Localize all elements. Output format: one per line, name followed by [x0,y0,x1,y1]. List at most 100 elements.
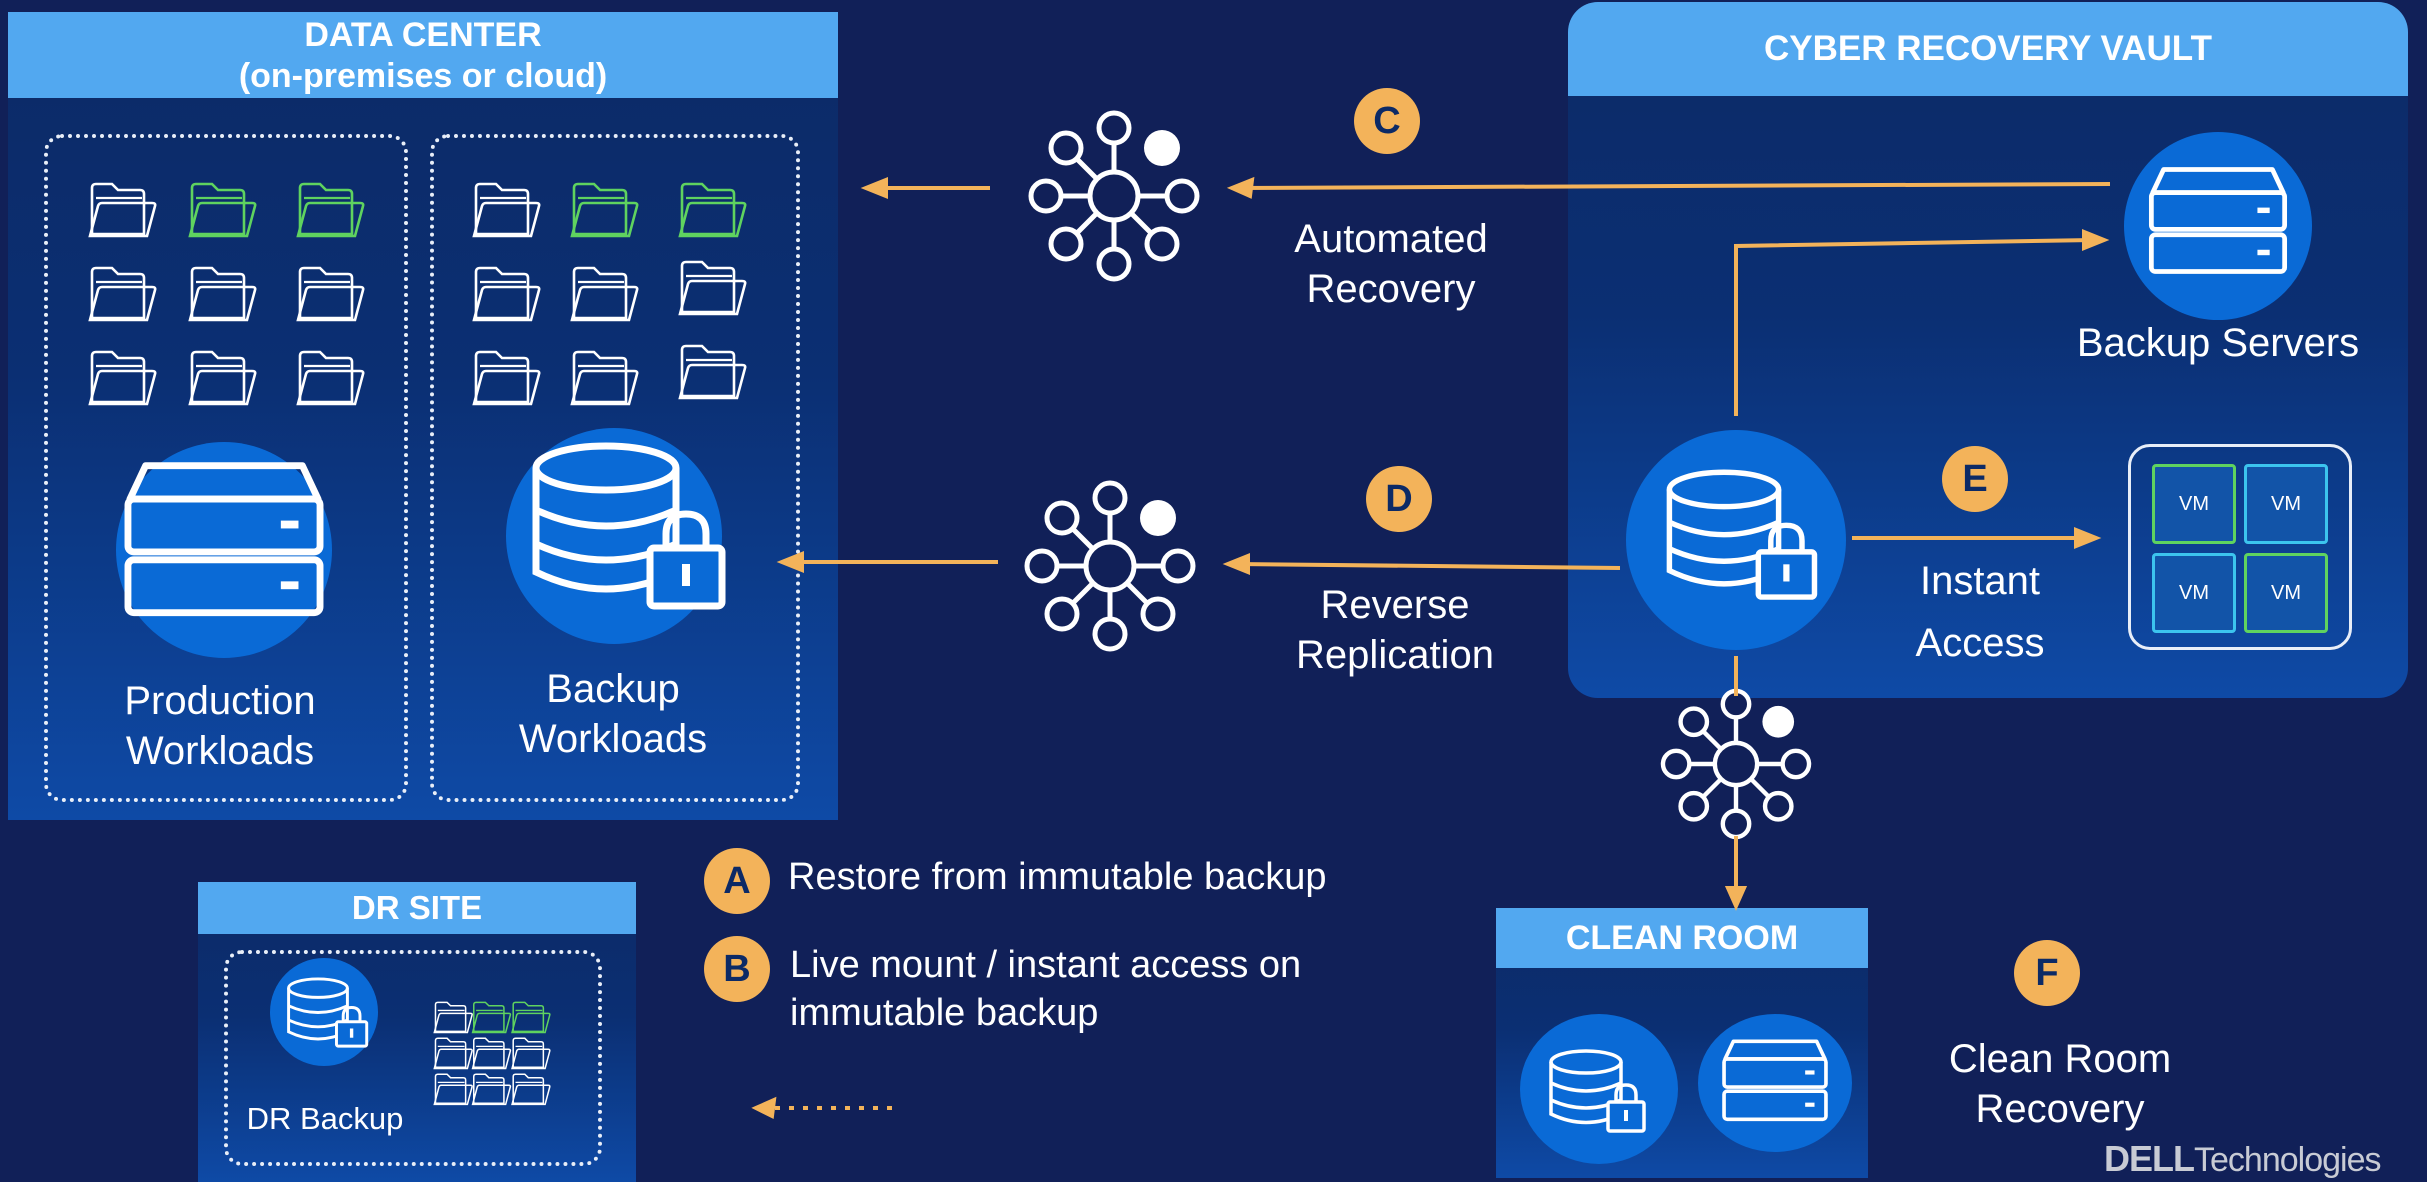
folder-icon [433,1037,473,1070]
clean-room-recovery-line2: Recovery [1975,1087,2145,1131]
arrowhead-icon [2074,527,2102,549]
vm-tile-3: VM [2152,553,2236,633]
automated-recovery-line2: Recovery [1306,267,1476,311]
arrowhead-icon [1222,553,1250,575]
arrow-c-segment [1237,182,2111,190]
legend-text-b-line2: immutable backup [790,991,1099,1034]
logo-technologies: Technologies [2194,1141,2381,1179]
folder-icon [88,350,157,406]
arrowhead-icon [860,177,888,199]
instant-access-label: Instant Access [1870,550,2090,674]
dr-backup-label: DR Backup [246,1101,404,1136]
folder-icon [433,1001,473,1034]
folder-icon [570,350,639,406]
folder-icon [570,182,639,238]
legend-badge-b: B [704,936,770,1002]
production-workloads-group [44,134,408,802]
dr-site-title: DR SITE [351,889,483,926]
backup-servers-label: Backup Servers [2076,321,2360,365]
backup-label-line1: Backup [546,667,680,711]
badge-d: D [1366,466,1432,532]
folder-icon [472,182,541,238]
folder-icon [570,266,639,322]
vault-database-icon [1669,472,1814,597]
arrowhead-icon [2082,229,2110,251]
clean-room-recovery-label: Clean Room Recovery [1900,1034,2220,1134]
vm-tile-4: VM [2244,553,2328,633]
vault-title: CYBER RECOVERY VAULT [1764,29,2212,68]
dr-site-group [224,950,602,1166]
folder-icon [472,350,541,406]
folder-icon [678,344,747,400]
clean-room-title: CLEAN ROOM [1565,919,1799,957]
data-center-header: DATA CENTER (on-premises or cloud) [8,12,838,98]
dell-technologies-logo: DELLTechnologies [2104,1138,2414,1179]
arrow-d-segment [1235,562,1621,570]
vm-tile-1: VM [2152,464,2236,544]
folder-icon [433,1073,473,1106]
folder-icon [296,182,365,238]
backup-server-icon [2151,170,2284,272]
production-label-line1: Production [124,679,316,723]
folder-icon [678,182,747,238]
vault-header: CYBER RECOVERY VAULT [1568,2,2408,96]
arrowhead-icon [776,551,804,573]
vault-database-circle [1626,430,1846,650]
badge-f: F [2014,940,2080,1006]
automated-recovery-line1: Automated [1294,217,1488,261]
folder-icon [188,266,257,322]
folder-icon [188,182,257,238]
folder-icon [471,1073,512,1106]
production-workloads-label: Production Workloads [60,676,380,776]
legend-badge-a: A [704,848,770,914]
reverse-replication-line1: Reverse [1320,583,1470,627]
arrowhead-icon [1226,176,1255,199]
folder-icon [472,266,541,322]
folder-icon [296,266,365,322]
folder-icon [188,350,257,406]
legend-text-a: Restore from immutable backup [788,856,1327,898]
folder-icon [511,1001,551,1034]
logo-dell: DELL [2104,1138,2195,1179]
backup-database-icon [536,446,722,606]
clean-room-server-icon [1722,1039,1828,1122]
folder-icon [471,1001,512,1034]
instant-access-line1: Instant [1919,559,2041,603]
folder-icon [471,1037,512,1070]
data-center-title: DATA CENTER [304,16,542,54]
clean-room-database-icon [1549,1049,1646,1133]
backup-folder-grid [472,182,747,406]
automated-recovery-label: Automated Recovery [1256,214,1526,314]
production-folder-grid [88,182,365,406]
folder-icon [678,260,747,316]
badge-c: C [1354,88,1420,154]
folder-icon [511,1037,551,1070]
arrowhead-icon [751,1096,777,1120]
data-center-subtitle: (on-premises or cloud) [238,57,608,95]
legend-text-b-line1: Live mount / instant access on [790,944,1302,986]
replication-hub-icon-c [1031,113,1197,279]
backup-workloads-label: Backup Workloads [450,664,776,764]
folder-icon [88,182,157,238]
backup-servers-circle [2124,132,2312,320]
instant-access-line2: Access [1915,621,2045,665]
reverse-replication-label: Reverse Replication [1250,580,1540,680]
production-server-icon [128,466,320,613]
badge-e: E [1942,446,2008,512]
production-label-line2: Workloads [125,729,315,773]
reverse-replication-line2: Replication [1296,633,1494,677]
clean-room-recovery-line1: Clean Room [1948,1037,2172,1081]
vm-tile-2: VM [2244,464,2328,544]
dr-backup-database-icon [287,977,369,1048]
folder-icon [296,350,365,406]
replication-hub-icon-d [1027,483,1193,649]
dr-site-header: DR SITE [198,882,636,934]
clean-room-header: CLEAN ROOM [1496,908,1868,968]
backup-workloads-group [430,134,800,802]
legend-text-b: Live mount / instant access on immutable… [790,942,1301,1037]
replication-hub-icon-f [1663,691,1809,837]
vm-group [2128,444,2352,650]
arrow-vault-to-servers [1734,238,2095,416]
